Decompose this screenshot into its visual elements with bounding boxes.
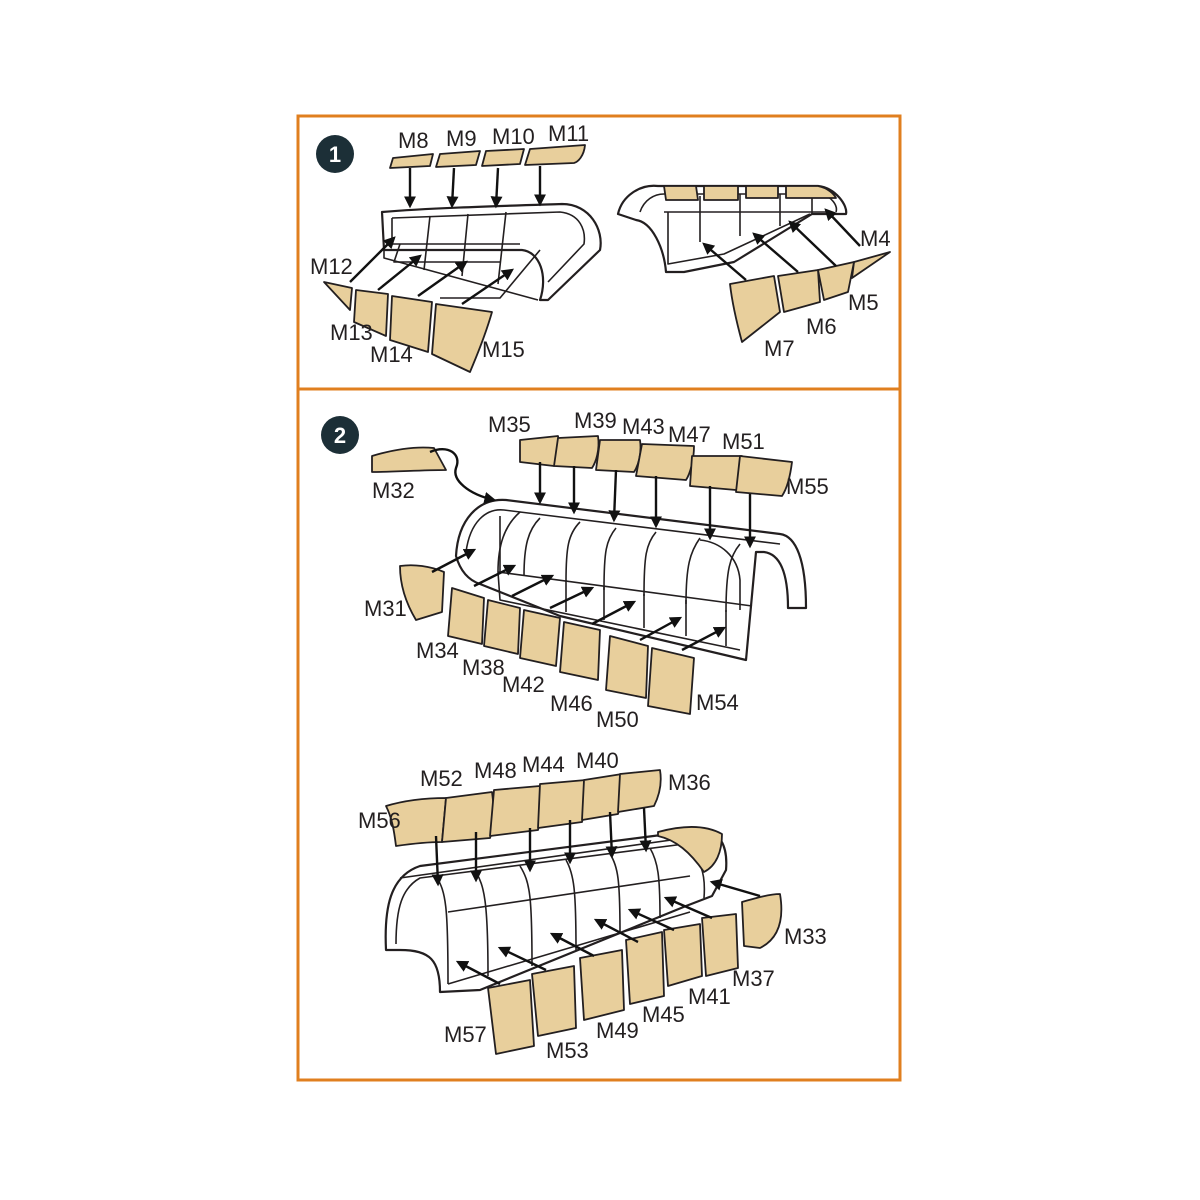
label-M36: M36 <box>668 770 711 795</box>
label-M56: M56 <box>358 808 401 833</box>
mask-M44 <box>537 779 588 829</box>
mask-M40 <box>581 773 624 821</box>
mask-M6 <box>777 269 821 313</box>
label-M34: M34 <box>416 638 459 663</box>
mask-M51 <box>689 455 744 491</box>
label-M11: M11 <box>548 121 589 146</box>
mask-M9 <box>435 150 481 168</box>
mask-M33 <box>741 893 783 949</box>
label-M10: M10 <box>492 124 535 149</box>
svg-text:2: 2 <box>334 423 346 448</box>
mask-M10 <box>481 148 525 167</box>
step1-left-top-masks <box>389 144 586 169</box>
step2-lower-top-masks <box>385 769 723 873</box>
mask-M14 <box>389 295 433 353</box>
mask-M48 <box>489 785 543 837</box>
mask-M5 <box>817 261 855 301</box>
mask-M52 <box>441 791 495 843</box>
mask-M37 <box>701 913 739 977</box>
step2-lower-side-masks <box>487 893 783 1055</box>
mask-M35 <box>519 435 560 467</box>
mask-M41 <box>663 923 703 987</box>
step2-badge: 2 <box>321 416 359 454</box>
mask-M12 <box>323 281 353 311</box>
mask-M49 <box>579 949 625 1021</box>
label-M55: M55 <box>786 474 829 499</box>
label-M4: M4 <box>860 226 891 251</box>
mask-M38 <box>483 599 521 655</box>
svg-text:1: 1 <box>329 142 341 167</box>
mask-M34 <box>447 587 485 645</box>
mask-M39 <box>553 435 600 469</box>
mask-M31 <box>399 564 445 621</box>
step2-panel <box>296 387 902 1082</box>
label-M42: M42 <box>502 672 545 697</box>
label-M57: M57 <box>444 1022 487 1047</box>
step1-left-side-masks <box>323 281 493 373</box>
mask-M4 <box>851 251 891 279</box>
mask-M42 <box>519 609 561 667</box>
label-M46: M46 <box>550 691 593 716</box>
label-M39: M39 <box>574 408 617 433</box>
label-M38: M38 <box>462 655 505 680</box>
step2-upper-side-masks <box>447 587 695 715</box>
label-M5: M5 <box>848 290 879 315</box>
step2-labels: M35 M39 M43 M47 M51 M55 M32 M31 M34 M38 … <box>358 408 829 1063</box>
mask-M55 <box>735 455 793 497</box>
mask-M57 <box>487 979 535 1055</box>
mask-M47 <box>635 443 695 481</box>
label-M12: M12 <box>310 254 353 279</box>
step1-labels: M8 M9 M10 M11 M12 M13 M14 M15 M4 M5 M6 M… <box>310 121 891 367</box>
mask-M11 <box>524 144 586 166</box>
mask-M45 <box>625 931 665 1005</box>
label-M52: M52 <box>420 766 463 791</box>
label-M53: M53 <box>546 1038 589 1063</box>
step1-right-masks <box>663 185 891 343</box>
mask-M50 <box>605 635 649 699</box>
mask-M43 <box>595 439 642 473</box>
label-M15: M15 <box>482 337 525 362</box>
step2-upper-top-masks <box>519 435 793 497</box>
step1-left-canopy <box>380 202 602 302</box>
mask-M13 <box>353 289 389 337</box>
label-M37: M37 <box>732 966 775 991</box>
label-M7: M7 <box>764 336 795 361</box>
label-M6: M6 <box>806 314 837 339</box>
step2-upper-arrows <box>429 447 756 652</box>
step1-right-canopy <box>616 184 848 274</box>
step1-left-arrows <box>349 166 546 305</box>
label-M31: M31 <box>364 596 407 621</box>
step1-badge: 1 <box>316 135 354 173</box>
label-M50: M50 <box>596 707 639 732</box>
label-M33: M33 <box>784 924 827 949</box>
label-M41: M41 <box>688 984 731 1009</box>
mask-M7 <box>729 275 781 343</box>
step1-right-arrows <box>702 208 861 281</box>
label-M40: M40 <box>576 748 619 773</box>
label-M43: M43 <box>622 414 665 439</box>
label-M35: M35 <box>488 412 531 437</box>
mask-M46 <box>559 621 601 681</box>
mask-M32 <box>371 446 447 473</box>
label-M45: M45 <box>642 1002 685 1027</box>
label-M32: M32 <box>372 478 415 503</box>
label-M47: M47 <box>668 422 711 447</box>
label-M14: M14 <box>370 342 413 367</box>
label-M54: M54 <box>696 690 739 715</box>
mask-M8 <box>389 153 434 169</box>
mask-M56 <box>385 797 447 847</box>
label-M49: M49 <box>596 1018 639 1043</box>
step2-lower-arrows <box>431 807 761 986</box>
label-M8: M8 <box>398 128 429 153</box>
label-M44: M44 <box>522 752 565 777</box>
mask-M54 <box>647 647 695 715</box>
mask-M53 <box>531 965 577 1037</box>
label-M48: M48 <box>474 758 517 783</box>
label-M9: M9 <box>446 126 477 151</box>
mask-M36 <box>617 769 662 813</box>
label-M51: M51 <box>722 429 765 454</box>
label-M13: M13 <box>330 320 373 345</box>
mask-M15 <box>431 303 493 373</box>
